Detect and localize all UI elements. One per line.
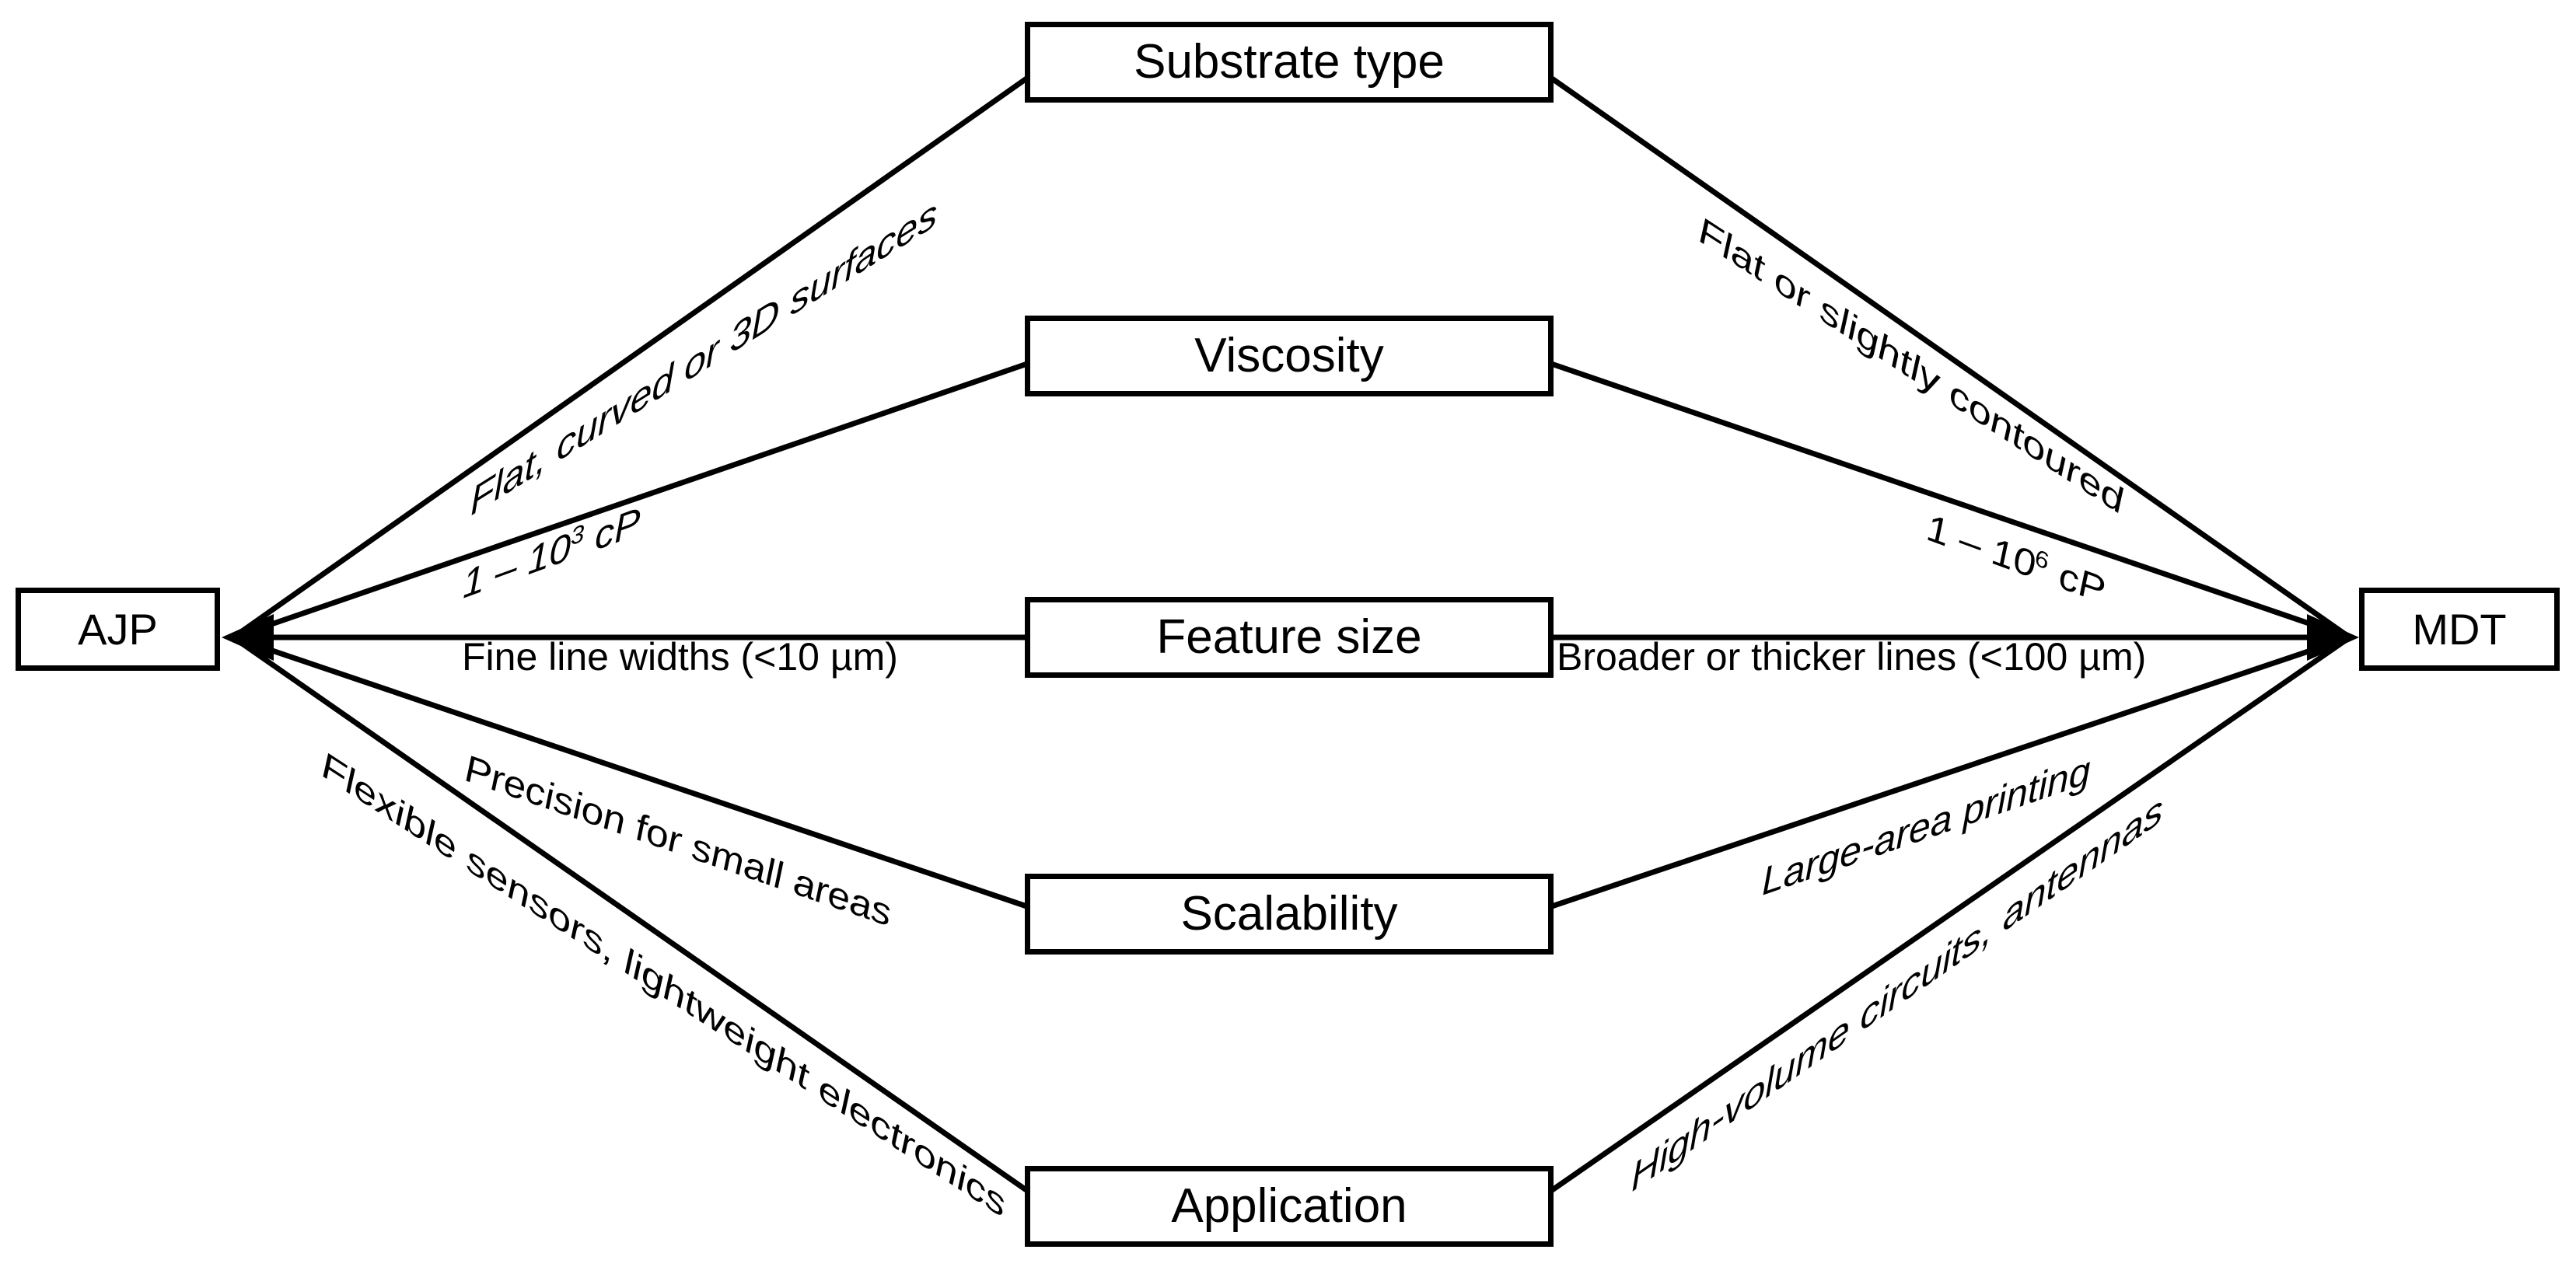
node-mdt-label: MDT xyxy=(2412,604,2507,654)
edge-label-ajp-feature-size: Fine line widths (<10 µm) xyxy=(462,635,898,679)
edge-ajp-scalability-line xyxy=(232,634,1051,917)
edge-substrate-mdt-line xyxy=(1526,60,2352,640)
criterion-box-viscosity: Viscosity xyxy=(1025,316,1554,396)
edge-label-mdt-feature-size: Broader or thicker lines (<100 µm) xyxy=(1557,635,2147,679)
arrowhead-right-icon xyxy=(2307,614,2359,661)
criterion-label: Viscosity xyxy=(1194,329,1384,382)
arrowhead-left-icon xyxy=(222,614,274,661)
edge-viscosity-mdt-line xyxy=(1527,353,2351,640)
criterion-label: Scalability xyxy=(1180,887,1398,941)
edge-application-mdt-line xyxy=(1527,635,2351,1209)
node-ajp-label: AJP xyxy=(78,604,158,654)
criterion-box-application: Application xyxy=(1025,1166,1554,1247)
viscosity-ajp-exponent: 3 xyxy=(571,518,585,551)
viscosity-mdt-exponent: 6 xyxy=(2035,543,2049,576)
criterion-box-substrate-type: Substrate type xyxy=(1025,22,1554,103)
node-mdt: MDT xyxy=(2359,588,2560,671)
criterion-label: Application xyxy=(1171,1179,1407,1233)
criterion-label: Feature size xyxy=(1156,610,1422,664)
edge-ajp-substrate-line xyxy=(231,60,1052,640)
criterion-box-feature-size: Feature size xyxy=(1025,597,1554,678)
edge-scalability-mdt-line xyxy=(1527,634,2351,917)
criterion-box-scalability: Scalability xyxy=(1025,874,1554,955)
node-ajp: AJP xyxy=(16,588,220,671)
edge-lines xyxy=(231,60,2352,1209)
edge-ajp-viscosity-line xyxy=(232,353,1051,640)
criterion-label: Substrate type xyxy=(1134,35,1445,89)
edge-ajp-application-line xyxy=(231,635,1052,1209)
